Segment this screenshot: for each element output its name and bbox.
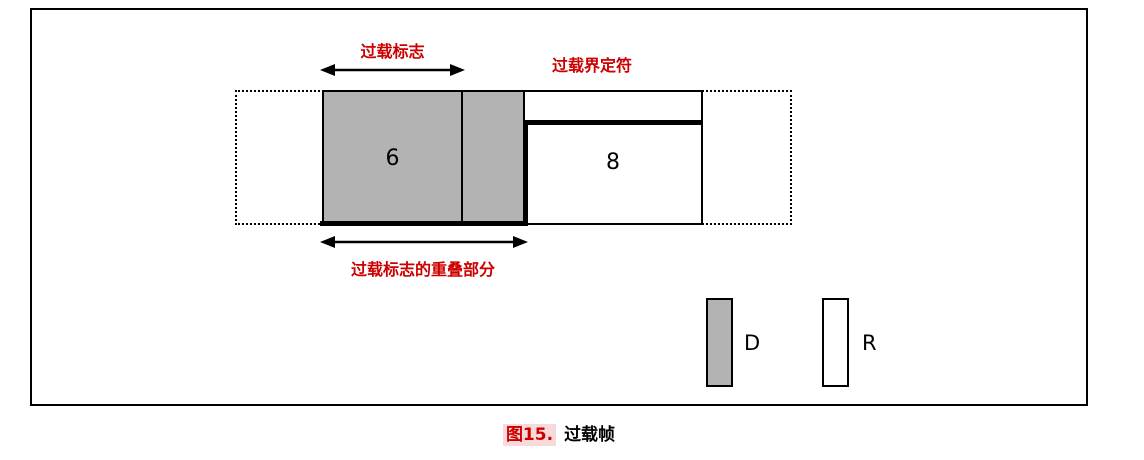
diagram-frame: 6 8 过载标志 过载界定符 过载标志的重叠部分 D R: [30, 8, 1088, 406]
overload-flag-overlap-cell: [461, 90, 525, 226]
overload-flag-span-arrow: [320, 64, 465, 76]
overload-flag-bit-count: 6: [385, 145, 400, 171]
signal-level-transition-line: [523, 120, 528, 226]
overload-flag-overlap-span-arrow: [320, 236, 528, 248]
legend-recessive-swatch: [822, 298, 849, 387]
figure-caption: 图15. 过载帧: [30, 420, 1088, 446]
figure-caption-number: 图15.: [502, 424, 557, 446]
signal-level-recessive-line: [523, 120, 703, 125]
overload-flag-overlap-label: 过载标志的重叠部分: [350, 260, 495, 279]
legend-dominant-label: D: [744, 330, 761, 355]
figure-caption-text: 过载帧: [564, 425, 616, 445]
legend-dominant-swatch: [706, 298, 733, 387]
legend-recessive-label: R: [862, 330, 877, 355]
overload-delimiter-bit-count: 8: [606, 150, 620, 175]
overload-flag-cell: 6: [322, 90, 463, 226]
overload-flag-label: 过载标志: [360, 42, 425, 61]
signal-level-dominant-line: [320, 221, 528, 226]
overload-delimiter-cell: 8: [523, 90, 703, 225]
overload-delimiter-label: 过载界定符: [551, 56, 632, 75]
